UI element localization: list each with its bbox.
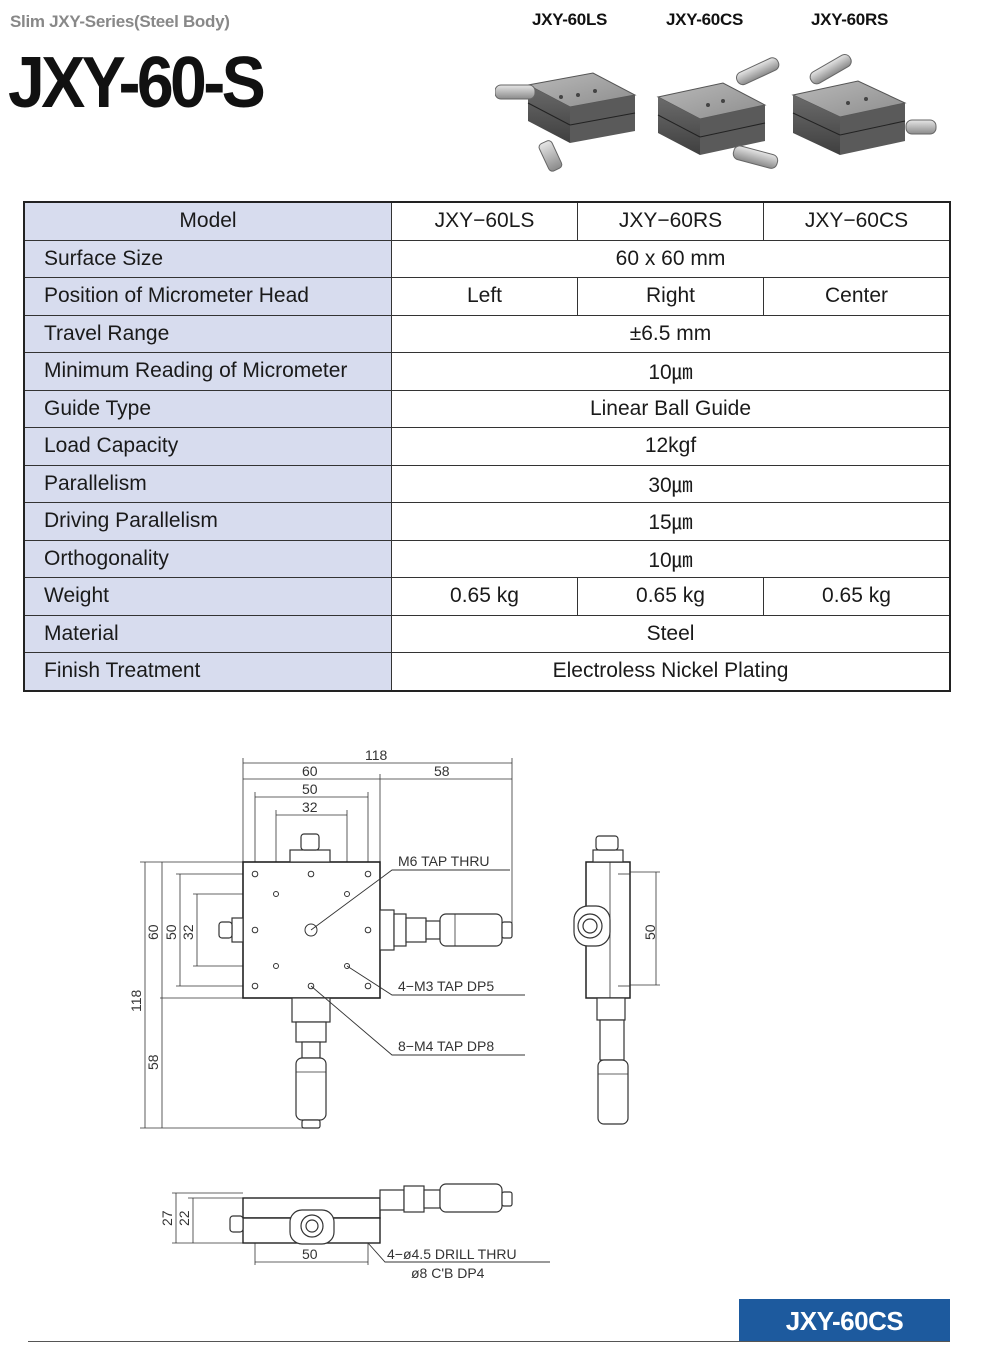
callout-m4-tap: 8−M4 TAP DP8	[398, 1038, 494, 1054]
row-value: Steel	[391, 614, 951, 653]
row-label: Position of Micrometer Head	[23, 277, 392, 316]
dim-118-left: 118	[128, 989, 144, 1012]
row-label: Weight	[23, 577, 392, 616]
row-value: Right	[577, 277, 764, 316]
side-view	[573, 835, 660, 1125]
photo-jxy-60cs	[656, 57, 780, 169]
dim-50-left: 50	[163, 924, 179, 940]
row-value: 12kgf	[391, 427, 951, 466]
row-label: Driving Parallelism	[23, 502, 392, 541]
series-title: Slim JXY-Series(Steel Body)	[10, 12, 230, 31]
table-row: Parallelism 30㎛	[23, 464, 951, 503]
table-row: Surface Size 60 x 60 mm	[23, 239, 951, 278]
row-value: 60 x 60 mm	[391, 239, 951, 278]
table-row: Minimum Reading of Micrometer 10㎛	[23, 352, 951, 391]
photo-jxy-60rs	[791, 54, 937, 155]
row-value: Electroless Nickel Plating	[391, 652, 951, 691]
header-model: Model	[23, 201, 392, 241]
spec-table: Model JXY−60LS JXY−60RS JXY−60CS Surface…	[23, 201, 951, 692]
row-label: Parallelism	[23, 464, 392, 503]
dim-27-front: 27	[159, 1210, 175, 1226]
row-value: Left	[391, 277, 578, 316]
header-60rs: JXY−60RS	[577, 201, 764, 241]
photo-label-60ls: JXY-60LS	[532, 10, 608, 29]
callout-drill-thru: 4−ø4.5 DRILL THRU	[387, 1246, 517, 1262]
photo-jxy-60ls	[495, 72, 637, 172]
dim-60-left: 60	[145, 924, 161, 940]
dim-22-front: 22	[176, 1210, 192, 1226]
footer-divider	[28, 1341, 950, 1342]
callout-m3-tap: 4−M3 TAP DP5	[398, 978, 494, 994]
row-value: 10㎛	[391, 352, 951, 391]
callout-m6-tap: M6 TAP THRU	[398, 853, 490, 869]
dim-32-left: 32	[180, 924, 196, 940]
footer-model-badge: JXY-60CS	[739, 1299, 950, 1341]
dim-58-left: 58	[145, 1054, 161, 1070]
top-view	[140, 758, 525, 1129]
dim-50-front: 50	[302, 1246, 318, 1262]
header-60cs: JXY−60CS	[763, 201, 951, 241]
dim-32-top: 32	[302, 799, 318, 815]
dim-50-side: 50	[642, 924, 658, 940]
table-row: Orthogonality 10㎛	[23, 539, 951, 578]
row-label: Orthogonality	[23, 539, 392, 578]
dim-50-top: 50	[302, 781, 318, 797]
dim-60-top: 60	[302, 763, 318, 779]
table-row: Finish Treatment Electroless Nickel Plat…	[23, 652, 951, 691]
table-header-row: Model JXY−60LS JXY−60RS JXY−60CS	[23, 201, 951, 241]
photo-label-60cs: JXY-60CS	[666, 10, 743, 29]
row-label: Finish Treatment	[23, 652, 392, 691]
row-label: Minimum Reading of Micrometer	[23, 352, 392, 391]
table-row: Guide Type Linear Ball Guide	[23, 389, 951, 428]
dim-58-top: 58	[434, 763, 450, 779]
row-value: 0.65 kg	[763, 577, 951, 616]
callout-counterbore: ø8 C'B DP4	[411, 1265, 485, 1281]
row-value: 0.65 kg	[577, 577, 764, 616]
table-row: Material Steel	[23, 614, 951, 653]
row-value: 30㎛	[391, 464, 951, 503]
row-label: Surface Size	[23, 239, 392, 278]
front-view	[172, 1183, 550, 1265]
row-label: Material	[23, 614, 392, 653]
model-title: JXY-60-S	[8, 43, 266, 123]
photo-label-60rs: JXY-60RS	[811, 10, 888, 29]
dim-118-top: 118	[365, 747, 388, 763]
table-row: Weight 0.65 kg 0.65 kg 0.65 kg	[23, 577, 951, 616]
table-row: Position of Micrometer Head Left Right C…	[23, 277, 951, 316]
row-label: Guide Type	[23, 389, 392, 428]
product-photos	[495, 54, 937, 172]
header-60ls: JXY−60LS	[391, 201, 578, 241]
